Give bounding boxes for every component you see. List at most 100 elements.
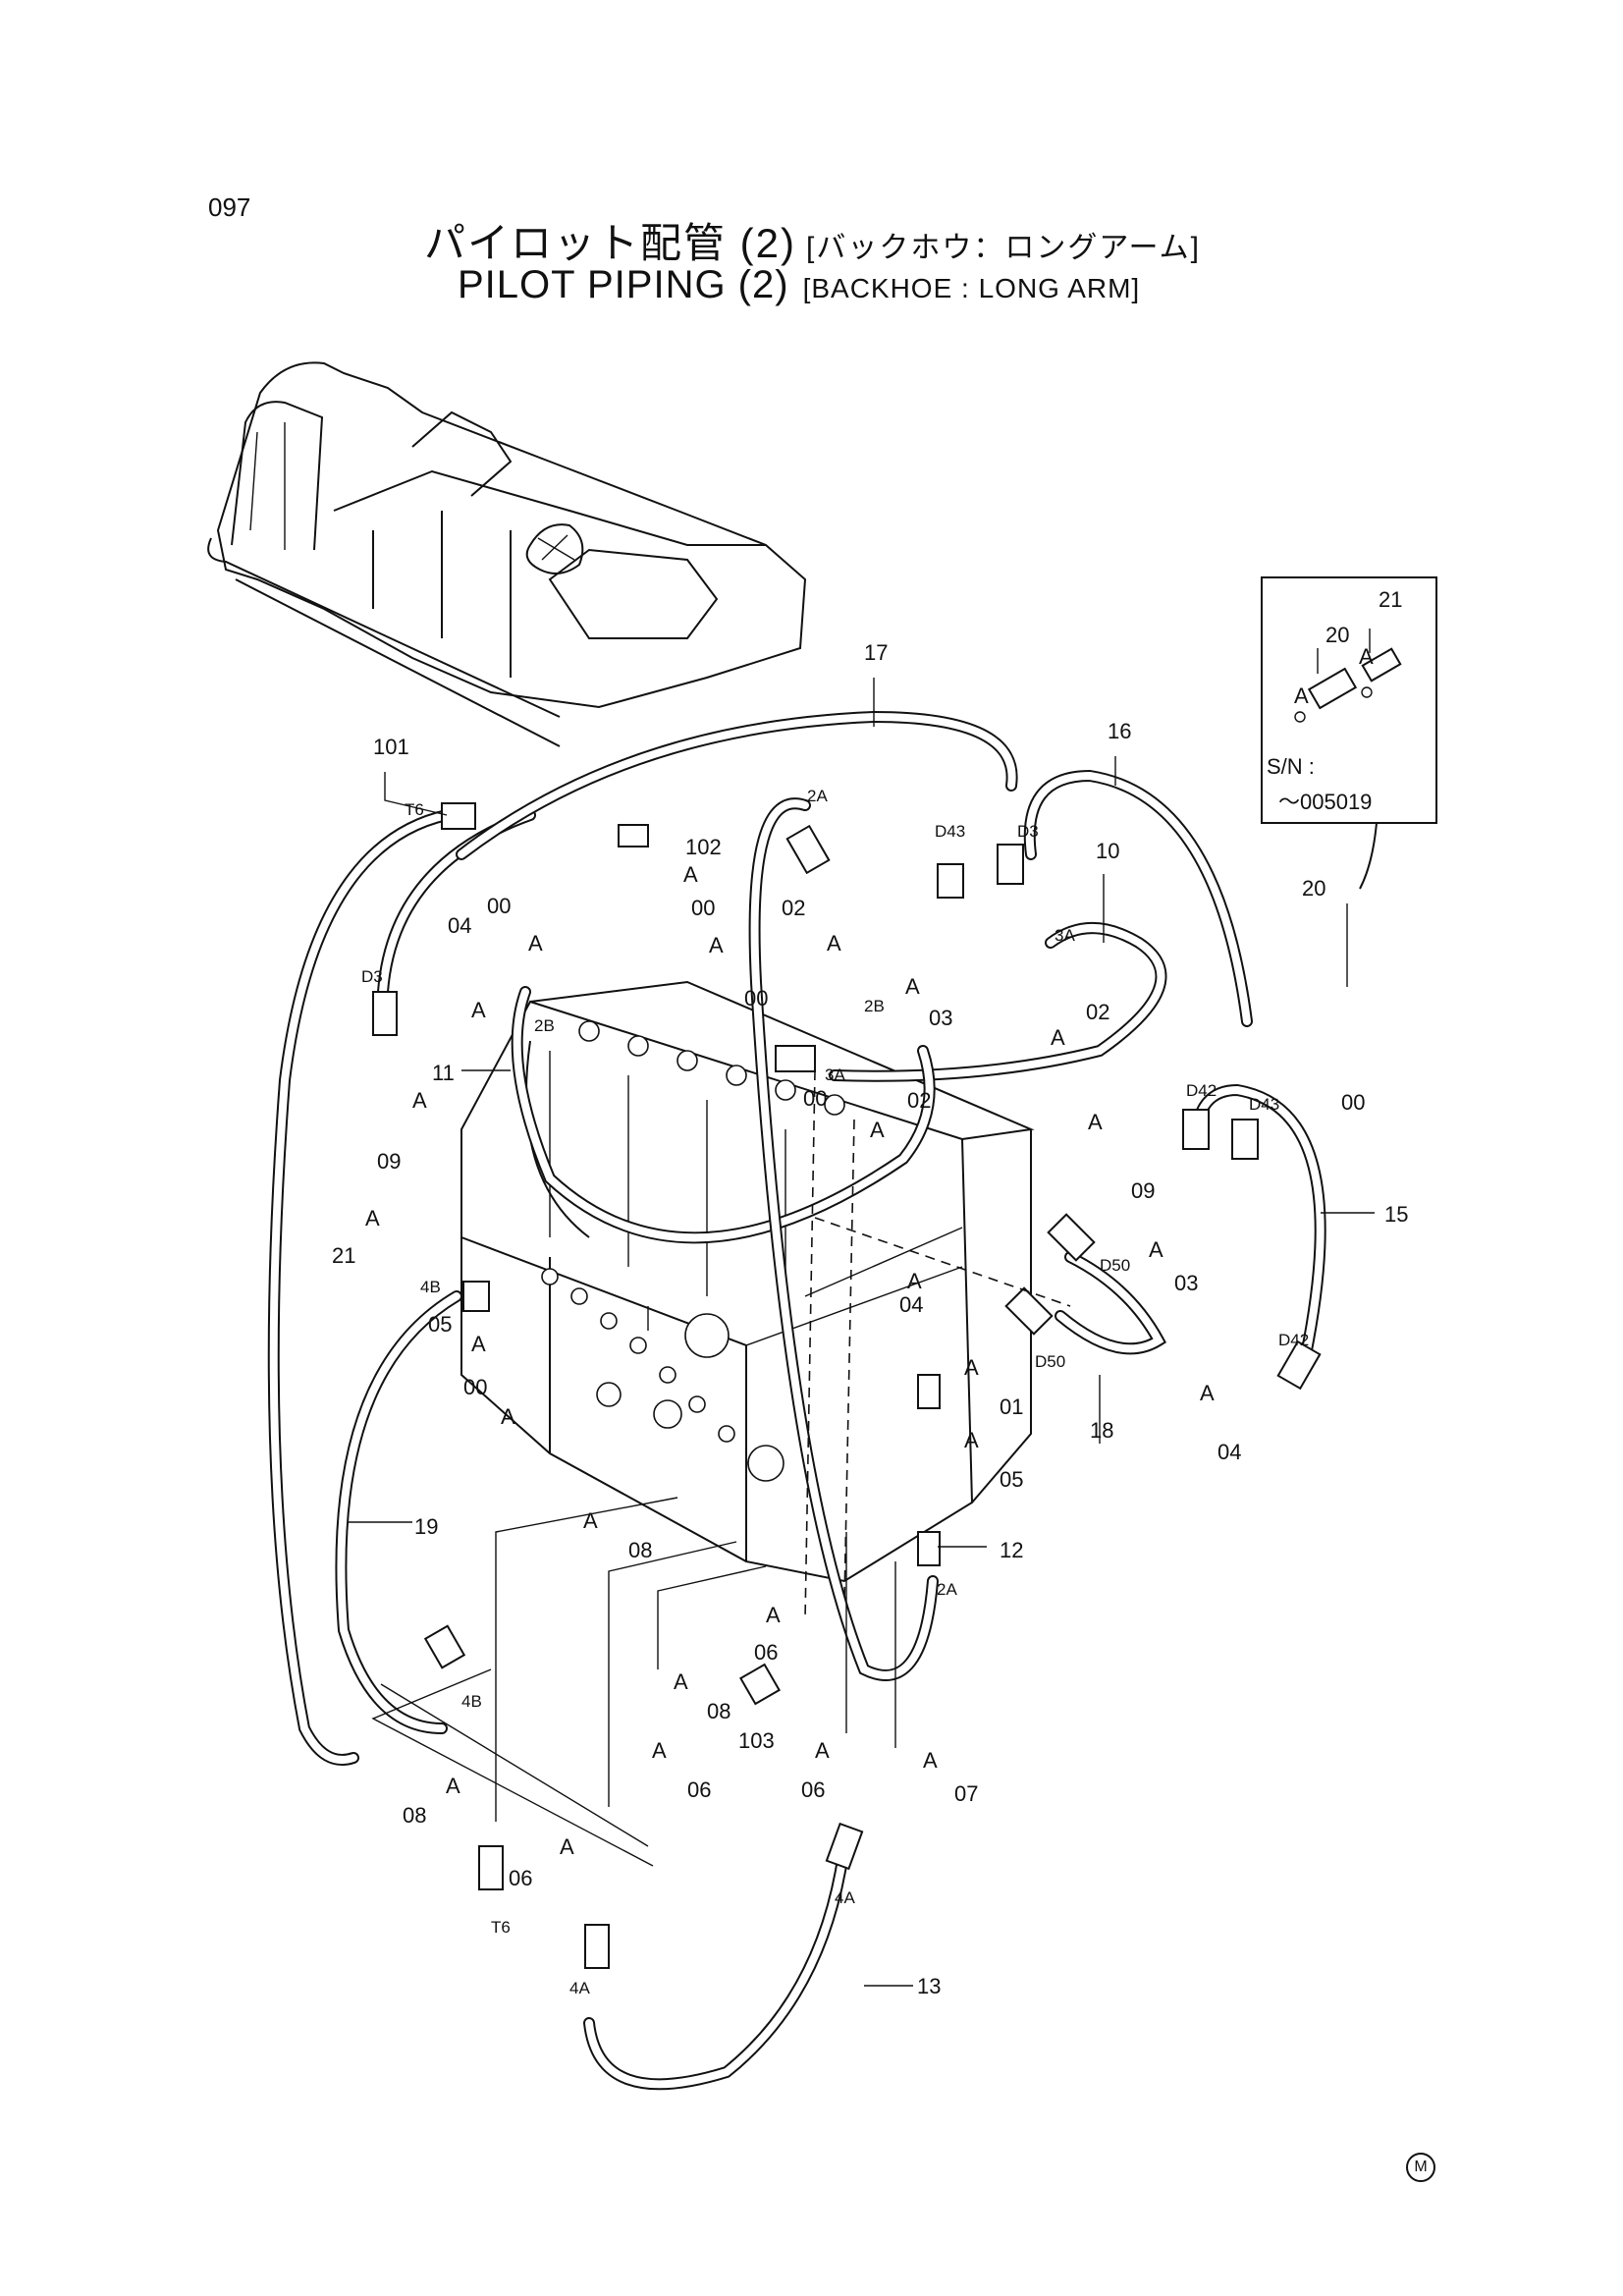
detail-ref-a-07: A xyxy=(923,1748,938,1773)
inset-detail-ref-a2: A xyxy=(1294,683,1309,708)
callout-06-b: 06 xyxy=(687,1777,711,1802)
callout-09-right: 09 xyxy=(1131,1178,1155,1203)
callout-04-left: 04 xyxy=(448,913,471,938)
detail-ref-a-03b: A xyxy=(1149,1237,1163,1262)
callout-00-e: 00 xyxy=(1341,1090,1365,1115)
port-label-3a-right: 3A xyxy=(1055,926,1075,945)
port-label-4b-top: 4B xyxy=(420,1278,441,1296)
detail-ref-a-21: A xyxy=(365,1206,380,1230)
dashed-leaders xyxy=(804,1069,1071,1621)
title-en-main: PILOT PIPING (2) xyxy=(458,263,789,306)
callout-02-a: 02 xyxy=(782,896,805,920)
callout-08-a: 08 xyxy=(628,1538,652,1562)
callout-02-c: 02 xyxy=(907,1088,931,1113)
detail-a-references: A A A A A A A A A A A A A A A A A A A A … xyxy=(365,862,1215,1859)
callout-21: 21 xyxy=(332,1243,355,1268)
detail-ref-a-00a: A xyxy=(528,931,543,956)
callout-12: 12 xyxy=(1000,1538,1023,1562)
port-label-d42-a: D42 xyxy=(1186,1081,1217,1100)
callout-04-right: 04 xyxy=(1217,1440,1241,1464)
detail-ref-a-06c: A xyxy=(815,1738,830,1763)
callout-09-left: 09 xyxy=(377,1149,401,1174)
port-label-d3-left: D3 xyxy=(361,967,383,986)
detail-ref-a-00f: A xyxy=(501,1404,515,1429)
detail-ref-a-08b: A xyxy=(674,1669,688,1694)
inset-detail-ref-a1: A xyxy=(1359,644,1374,669)
detail-ref-a-02a: A xyxy=(827,931,841,956)
title-en-subtitle: [BACKHOE : LONG ARM] xyxy=(802,273,1141,303)
inset-serial-range: ～005019 xyxy=(1278,790,1372,814)
port-label-4a-left: 4A xyxy=(569,1979,590,1997)
page-title-jp: パイロット配管 (2) [バックホウ：ロングアーム] xyxy=(424,210,1201,270)
callout-00-b: 00 xyxy=(691,896,715,920)
detail-ref-a-06a: A xyxy=(766,1603,781,1627)
port-label-d50-a: D50 xyxy=(1100,1256,1130,1275)
port-label-d43-b: D43 xyxy=(1249,1095,1279,1114)
callout-07: 07 xyxy=(954,1781,978,1806)
excavator-overview-illustration xyxy=(207,361,807,747)
port-label-t6-bottom: T6 xyxy=(491,1918,511,1937)
callout-01: 01 xyxy=(1000,1394,1023,1419)
detail-ref-a-102: A xyxy=(683,862,698,887)
callout-06-c: 06 xyxy=(801,1777,825,1802)
port-label-d42-b: D42 xyxy=(1278,1331,1309,1349)
callout-19: 19 xyxy=(414,1514,438,1539)
callout-00-f: 00 xyxy=(463,1375,487,1399)
callout-17: 17 xyxy=(864,640,888,665)
title-jp-subtitle: [バックホウ：ロングアーム] xyxy=(806,232,1201,264)
port-label-2a-bottom: 2A xyxy=(937,1580,957,1599)
detail-ref-a-05b: A xyxy=(964,1428,979,1452)
corner-mark: M xyxy=(1406,2153,1435,2182)
detail-ref-a-01: A xyxy=(964,1355,979,1380)
detail-ref-a-00b: A xyxy=(709,933,724,957)
port-label-4a-right: 4A xyxy=(835,1888,855,1907)
detail-ref-a-06d: A xyxy=(560,1834,574,1859)
detail-ref-a-05a: A xyxy=(471,1332,486,1356)
detail-ref-a-08a: A xyxy=(583,1508,598,1533)
detail-ref-a-04: A xyxy=(471,998,486,1022)
callout-05-a: 05 xyxy=(428,1312,452,1337)
control-valve-block xyxy=(460,980,1035,1583)
port-label-3a-center: 3A xyxy=(825,1066,845,1084)
callout-02-b: 02 xyxy=(1086,1000,1109,1024)
detail-ref-a-09a: A xyxy=(412,1088,427,1113)
callout-15: 15 xyxy=(1384,1202,1408,1227)
port-label-2a-top: 2A xyxy=(807,787,828,805)
port-label-d3-right: D3 xyxy=(1017,822,1039,841)
hose-fittings xyxy=(372,802,1322,1969)
port-label-d43-a: D43 xyxy=(935,822,965,841)
callout-08-b: 08 xyxy=(707,1699,730,1723)
callout-04-center: 04 xyxy=(899,1292,923,1317)
port-label-2b-center: 2B xyxy=(864,997,885,1015)
detail-ref-a-08c: A xyxy=(446,1774,460,1798)
callout-11: 11 xyxy=(432,1061,455,1085)
detail-ref-a-02b: A xyxy=(1051,1025,1065,1050)
callout-00-d: 00 xyxy=(803,1086,827,1111)
detail-ref-a-03a: A xyxy=(905,974,920,999)
callout-16: 16 xyxy=(1108,719,1131,743)
page-title-en: PILOT PIPING (2) [BACKHOE : LONG ARM] xyxy=(458,263,1140,307)
inset-label-20: 20 xyxy=(1325,623,1349,647)
port-label-d50-b: D50 xyxy=(1035,1352,1065,1371)
detail-ref-a-06b: A xyxy=(652,1738,667,1763)
callout-101: 101 xyxy=(373,735,409,759)
callout-05-b: 05 xyxy=(1000,1467,1023,1492)
callout-18: 18 xyxy=(1090,1418,1113,1443)
detail-ref-a-09b: A xyxy=(1088,1110,1103,1134)
port-label-t6-top: T6 xyxy=(405,800,424,819)
detail-ref-a-04c: A xyxy=(1200,1381,1215,1405)
inset-detail-box xyxy=(1261,576,1437,890)
page-number: 097 xyxy=(208,192,251,222)
pilot-hoses xyxy=(267,710,1326,2091)
detail-ref-a-02c: A xyxy=(870,1118,885,1142)
detail-ref-a-04b: A xyxy=(907,1269,922,1293)
callout-06-a: 06 xyxy=(754,1640,778,1665)
port-label-2b-left: 2B xyxy=(534,1016,555,1035)
callout-08-c: 08 xyxy=(403,1803,426,1828)
title-jp-main: パイロット配管 (2) xyxy=(424,220,797,266)
callout-13: 13 xyxy=(917,1974,941,1998)
port-label-4b-bottom: 4B xyxy=(461,1692,482,1711)
callout-03-b: 03 xyxy=(1174,1271,1198,1295)
inset-serial-label: S/N : xyxy=(1267,754,1315,779)
